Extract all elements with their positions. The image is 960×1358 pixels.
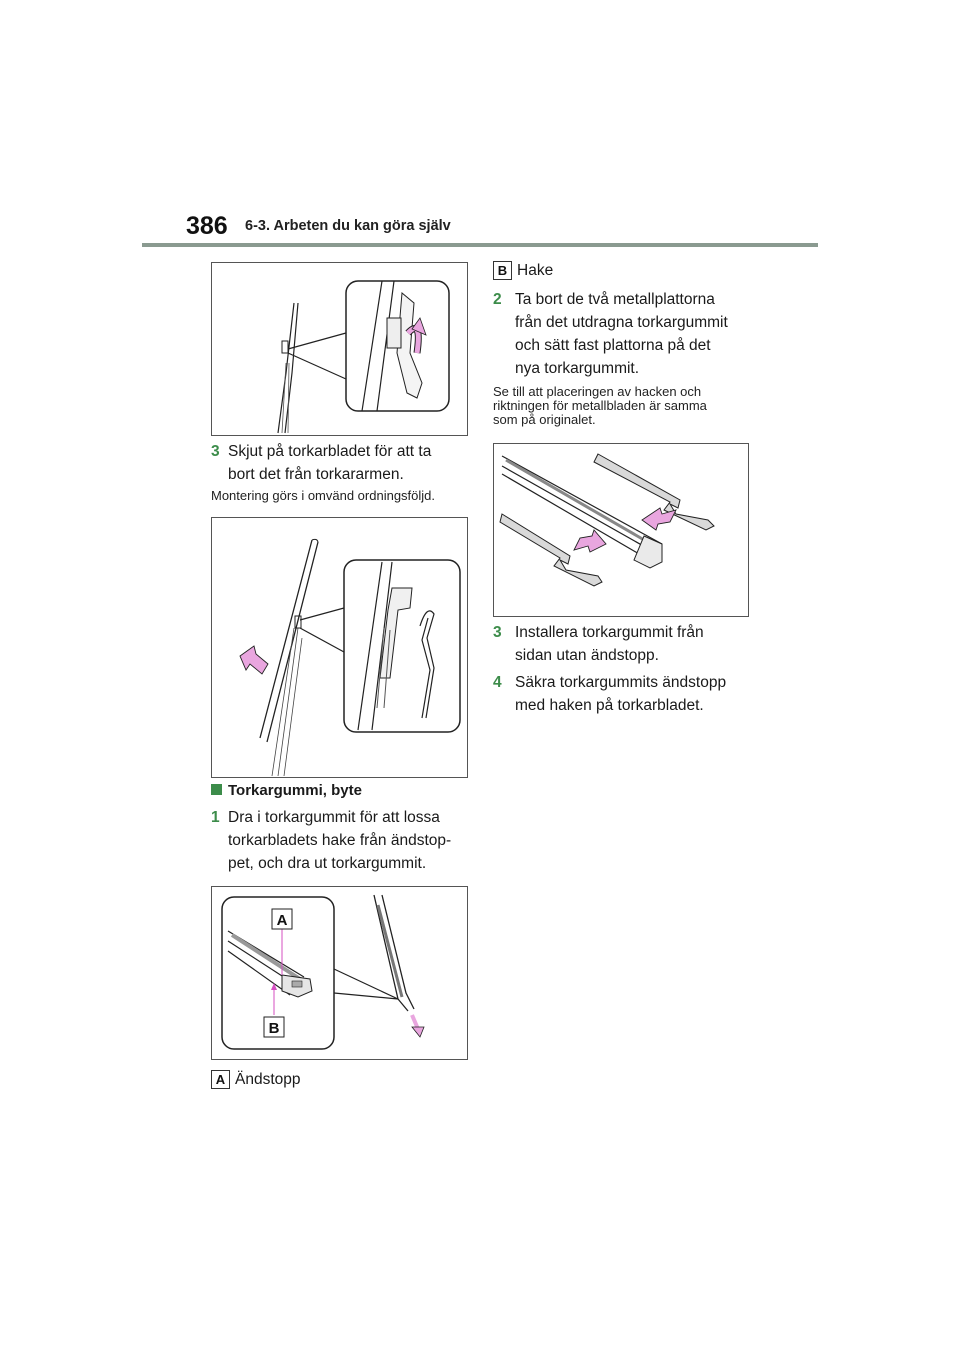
step-text-line: Skjut på torkarbladet för att ta <box>228 443 432 460</box>
figure-slide-blade-off <box>211 517 468 778</box>
step-text: Säkra torkargummits ändstopp med haken p… <box>515 671 726 717</box>
step-1-pull-rubber: 1 Dra i torkargummit för att lossa torka… <box>211 806 471 876</box>
callout-a-badge: A <box>211 1070 230 1089</box>
step-text: Ta bort de två metallplattorna från det … <box>515 288 728 380</box>
figure-end-stop-hook: A B <box>211 886 468 1060</box>
fig3-label-b: B <box>269 1020 280 1037</box>
note-mounting: Montering görs i omvänd ordningsföljd. <box>211 488 436 503</box>
callout-b-label: Hake <box>517 262 554 279</box>
step-text: Installera torkargummit från sidan utan … <box>515 621 704 667</box>
step-number: 3 <box>493 624 502 641</box>
note-line: riktningen för metallbladen är samma <box>493 398 707 413</box>
step-number: 3 <box>211 443 220 460</box>
section-title: 6-3. Arbeten du kan göra själv <box>245 218 451 234</box>
step-text-line: Dra i torkargummit för att lossa <box>228 809 440 826</box>
step-number: 2 <box>493 291 502 308</box>
page-number: 386 <box>186 212 228 240</box>
step-text-line: med haken på torkarbladet. <box>515 697 704 714</box>
figure-wiper-arm-hook-drawing <box>277 280 450 434</box>
section-heading-text: Torkargummi, byte <box>228 782 362 799</box>
section-bullet-icon <box>211 784 222 795</box>
header-rule <box>142 243 818 247</box>
step-3-slide-blade: 3 Skjut på torkarbladet för att ta bort … <box>211 440 471 486</box>
step-text: Dra i torkargummit för att lossa torkarb… <box>228 806 451 875</box>
callout-a-label: Ändstopp <box>235 1071 301 1088</box>
step-3-install-rubber: 3 Installera torkargummit från sidan uta… <box>493 621 763 667</box>
step-text: Skjut på torkarbladet för att ta bort de… <box>228 440 431 486</box>
step-text-line: pet, och dra ut torkargummit. <box>228 855 427 872</box>
figure-metal-plates-drawing <box>499 453 715 587</box>
step-text-line: från det utdragna torkargummit <box>515 314 728 331</box>
step-number: 1 <box>211 809 220 826</box>
step-text-line: torkarbladets hake från ändstop- <box>228 832 452 849</box>
step-text-line: nya torkargummit. <box>515 360 640 377</box>
callout-b-badge: B <box>493 261 512 280</box>
figure-wiper-arm-hook <box>211 262 468 436</box>
note-line: Se till att placeringen av hacken och <box>493 384 702 399</box>
step-text-line: och sätt fast plattorna på det <box>515 337 711 354</box>
fig3-label-a: A <box>277 912 288 929</box>
figure-end-stop-hook-drawing: A B <box>221 894 425 1050</box>
step-text-line: Säkra torkargummits ändstopp <box>515 674 727 691</box>
step-number: 4 <box>493 674 502 691</box>
note-line: som på originalet. <box>493 412 596 427</box>
step-text-line: Installera torkargummit från <box>515 624 704 641</box>
section-heading-wiper-rubber: Torkargummi, byte <box>211 782 362 799</box>
step-text-line: Ta bort de två metallplattorna <box>515 291 715 308</box>
callout-b-row: B Hake <box>493 261 693 281</box>
step-4-secure-end-stop: 4 Säkra torkargummits ändstopp med haken… <box>493 671 763 717</box>
note-placement: Se till att placeringen av hacken och ri… <box>493 385 707 427</box>
figure-metal-plates <box>493 443 749 617</box>
callout-a-row: A Ändstopp <box>211 1070 411 1090</box>
step-2-metal-plates: 2 Ta bort de två metallplattorna från de… <box>493 288 763 382</box>
figure-slide-blade-off-drawing <box>239 538 461 777</box>
step-text-line: sidan utan ändstopp. <box>515 647 659 664</box>
step-text-line: bort det från torkararmen. <box>228 466 404 483</box>
